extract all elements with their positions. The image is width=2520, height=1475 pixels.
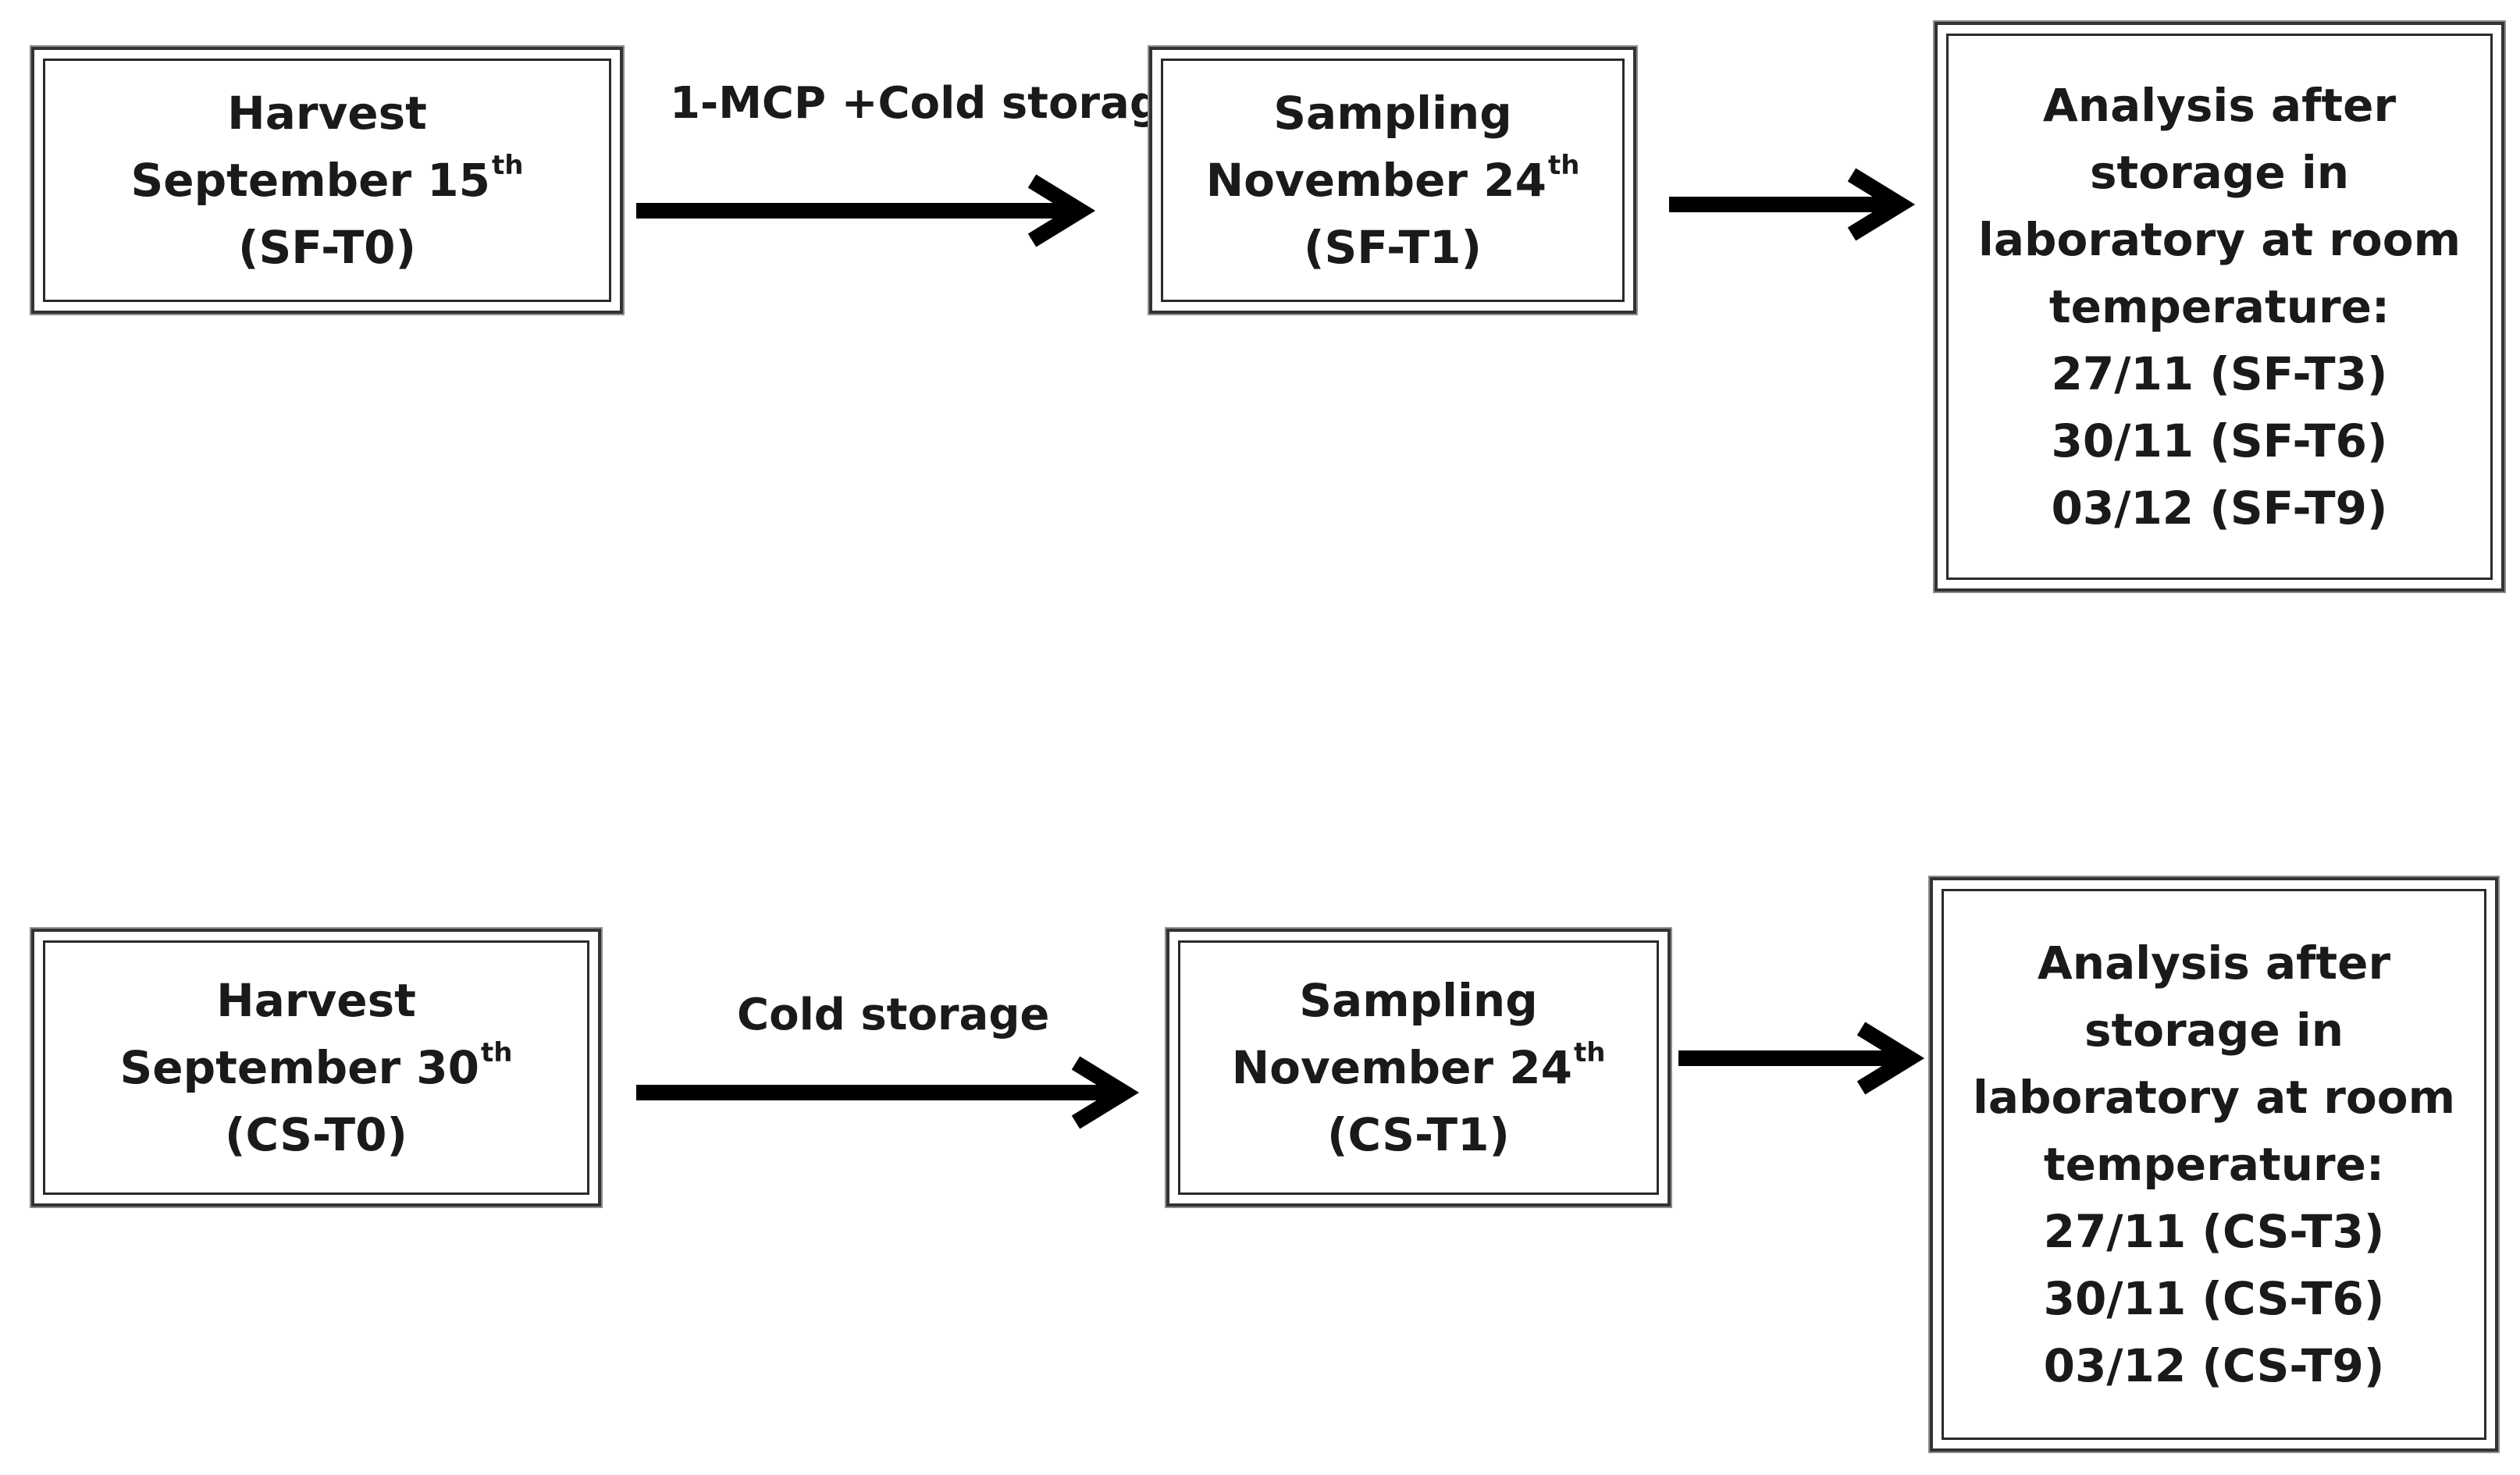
- sampling-date: November 24th: [1231, 1036, 1606, 1094]
- analysis-line: Analysis after: [2037, 937, 2391, 990]
- sampling-box-sf: Sampling November 24th (SF-T1): [1149, 47, 1636, 314]
- analysis-line: laboratory at room: [1977, 213, 2461, 266]
- analysis-timepoint: 03/12 (CS-T9): [2043, 1339, 2385, 1392]
- harvest-title: Harvest: [216, 974, 416, 1027]
- analysis-box-cs: Analysis after storage in laboratory at …: [1930, 877, 2498, 1452]
- analysis-timepoint: 03/12 (SF-T9): [2051, 482, 2388, 535]
- analysis-line: temperature:: [2048, 280, 2390, 333]
- sampling-box-cs: Sampling November 24th (CS-T1): [1166, 929, 1671, 1207]
- harvest-title: Harvest: [227, 87, 427, 140]
- analysis-timepoint: 27/11 (SF-T3): [2051, 347, 2388, 400]
- analysis-line: temperature:: [2043, 1138, 2385, 1191]
- analysis-timepoint: 30/11 (CS-T6): [2043, 1272, 2385, 1325]
- analysis-line: storage in: [2089, 146, 2350, 199]
- arrow-sampling-to-analysis-cs: [1678, 1022, 1925, 1095]
- harvest-code: (SF-T0): [237, 221, 417, 274]
- arrow-harvest-to-sampling-cs: [636, 1056, 1140, 1129]
- harvest-date: September 30th: [119, 1036, 513, 1094]
- sampling-date: November 24th: [1205, 149, 1580, 207]
- treatment-label-cs: Cold storage: [737, 990, 1050, 1040]
- sampling-code: (SF-T1): [1303, 221, 1482, 274]
- sampling-title: Sampling: [1299, 974, 1538, 1027]
- harvest-date: September 15th: [130, 149, 524, 207]
- analysis-line: laboratory at room: [1972, 1071, 2456, 1124]
- analysis-line: storage in: [2084, 1004, 2344, 1057]
- harvest-box-cs: Harvest September 30th (CS-T0): [31, 929, 601, 1207]
- arrow-sampling-to-analysis-sf: [1669, 168, 1916, 241]
- analysis-timepoint: 27/11 (CS-T3): [2043, 1205, 2385, 1258]
- analysis-timepoint: 30/11 (SF-T6): [2051, 414, 2388, 467]
- sampling-title: Sampling: [1273, 87, 1512, 140]
- harvest-box-sf: Harvest September 15th (SF-T0): [31, 47, 623, 314]
- analysis-box-sf: Analysis after storage in laboratory at …: [1934, 22, 2504, 592]
- sampling-code: (CS-T1): [1327, 1108, 1510, 1161]
- arrow-harvest-to-sampling-sf: [636, 174, 1096, 247]
- harvest-code: (CS-T0): [225, 1108, 408, 1161]
- treatment-label-sf: 1-MCP +Cold storage: [670, 78, 1191, 129]
- analysis-line: Analysis after: [2042, 79, 2397, 132]
